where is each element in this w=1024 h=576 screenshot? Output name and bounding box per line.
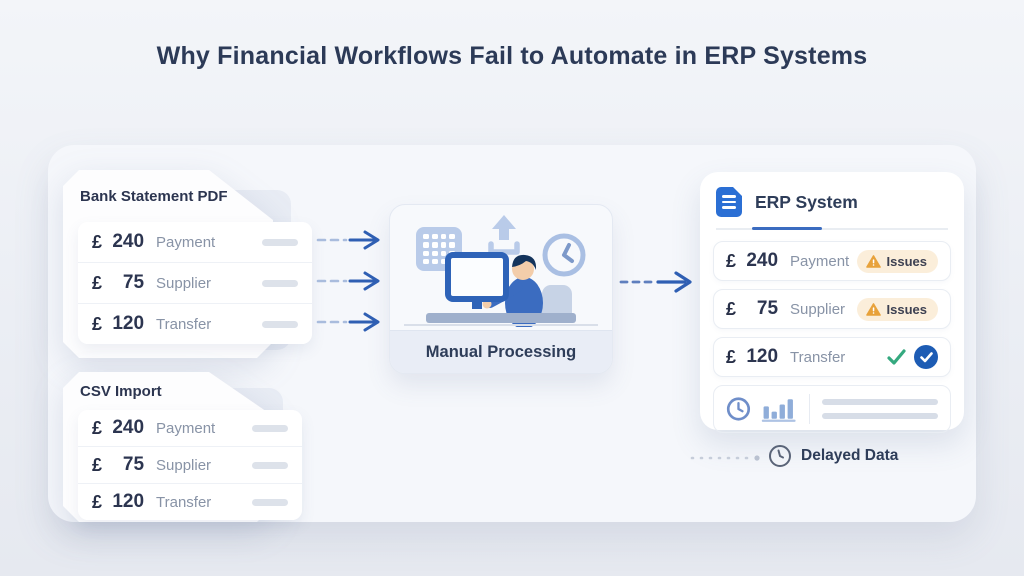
erp-title: ERP System: [755, 191, 858, 212]
placeholder-bar: [262, 238, 298, 246]
bar-chart-icon: [761, 399, 796, 422]
placeholder-bar: [262, 320, 298, 328]
erp-summary-row: [713, 385, 951, 433]
amount: 120: [112, 491, 145, 512]
upload-icon: [488, 215, 520, 255]
row-label: Payment: [790, 252, 850, 270]
transaction-row: £ 75 Supplier: [78, 446, 302, 483]
placeholder-bar: [262, 279, 298, 287]
amount: 75: [122, 454, 145, 475]
row-label: Transfer: [790, 348, 846, 366]
amount: 120: [746, 346, 779, 367]
currency-symbol: £: [92, 313, 103, 334]
currency-symbol: £: [92, 417, 103, 438]
check-icon: [887, 349, 906, 365]
manual-processing-label: Manual Processing: [390, 330, 612, 373]
issues-badge: Issues: [856, 297, 938, 321]
clock-icon: [769, 445, 791, 467]
clock-icon: [542, 233, 586, 277]
placeholder-lines: [822, 399, 938, 419]
page-title: Why Financial Workflows Fail to Automate…: [156, 42, 868, 70]
delayed-data-label: Delayed Data: [801, 447, 899, 464]
document-icon: [716, 187, 742, 217]
transaction-row: £ 120 Transfer: [78, 303, 312, 344]
currency-symbol: £: [92, 272, 103, 293]
csv-import-card: CSV Import £ 240 Payment £ 75 Supplier £…: [63, 372, 383, 572]
card-title: CSV Import: [80, 383, 162, 400]
transaction-row: £ 120 Transfer: [78, 483, 302, 520]
row-label: Payment: [156, 233, 216, 251]
currency-symbol: £: [92, 231, 103, 252]
badge-label: Issues: [886, 301, 927, 317]
amount: 240: [112, 231, 145, 252]
card-title: Bank Statement PDF: [80, 188, 228, 205]
currency-symbol: £: [726, 298, 737, 319]
amount: 240: [746, 250, 779, 271]
transaction-row: £ 75 Supplier: [78, 262, 312, 303]
currency-symbol: £: [92, 454, 103, 475]
erp-system-card: ERP System £ 240 Payment Issues £ 7: [700, 172, 964, 433]
clock-icon: [726, 397, 751, 421]
transaction-list: £ 240 Payment £ 75 Supplier £ 120 Transf…: [78, 410, 302, 520]
vertical-divider: [809, 394, 810, 424]
erp-row-list: £ 240 Payment Issues £ 75 Supplier: [700, 230, 964, 377]
row-label: Supplier: [790, 300, 846, 318]
row-label: Transfer: [156, 315, 212, 333]
amount: 75: [122, 272, 145, 293]
currency-symbol: £: [726, 346, 737, 367]
issues-badge: Issues: [856, 249, 938, 273]
placeholder-bar: [252, 424, 288, 432]
placeholder-bar: [252, 498, 288, 506]
transaction-row: £ 240 Payment: [78, 410, 302, 446]
row-label: Transfer: [156, 493, 212, 511]
currency-symbol: £: [92, 491, 103, 512]
warning-icon: [865, 302, 881, 316]
warning-icon: [865, 254, 881, 268]
header-divider: [716, 227, 948, 230]
transaction-list: £ 240 Payment £ 75 Supplier £ 120 Transf…: [78, 222, 312, 344]
erp-transaction-row: £ 240 Payment Issues: [713, 241, 951, 281]
erp-header: ERP System: [700, 172, 964, 228]
row-label: Supplier: [156, 456, 212, 474]
success-status: [887, 345, 938, 369]
currency-symbol: £: [726, 250, 737, 271]
transaction-row: £ 240 Payment: [78, 222, 312, 262]
person-at-computer-illustration: [426, 252, 576, 327]
row-label: Supplier: [156, 274, 212, 292]
amount: 75: [756, 298, 779, 319]
manual-processing-box: Manual Processing: [389, 204, 613, 374]
amount: 120: [112, 313, 145, 334]
amount: 240: [112, 417, 145, 438]
verified-icon: [914, 345, 938, 369]
desk-divider: [404, 324, 598, 326]
erp-transaction-row: £ 75 Supplier Issues: [713, 289, 951, 329]
erp-transaction-row: £ 120 Transfer: [713, 337, 951, 377]
placeholder-bar: [252, 461, 288, 469]
delayed-data-footnote: Delayed Data: [768, 444, 898, 468]
badge-label: Issues: [886, 253, 927, 269]
bank-statement-card: Bank Statement PDF £ 240 Payment £ 75 Su…: [63, 170, 383, 370]
row-label: Payment: [156, 419, 216, 437]
